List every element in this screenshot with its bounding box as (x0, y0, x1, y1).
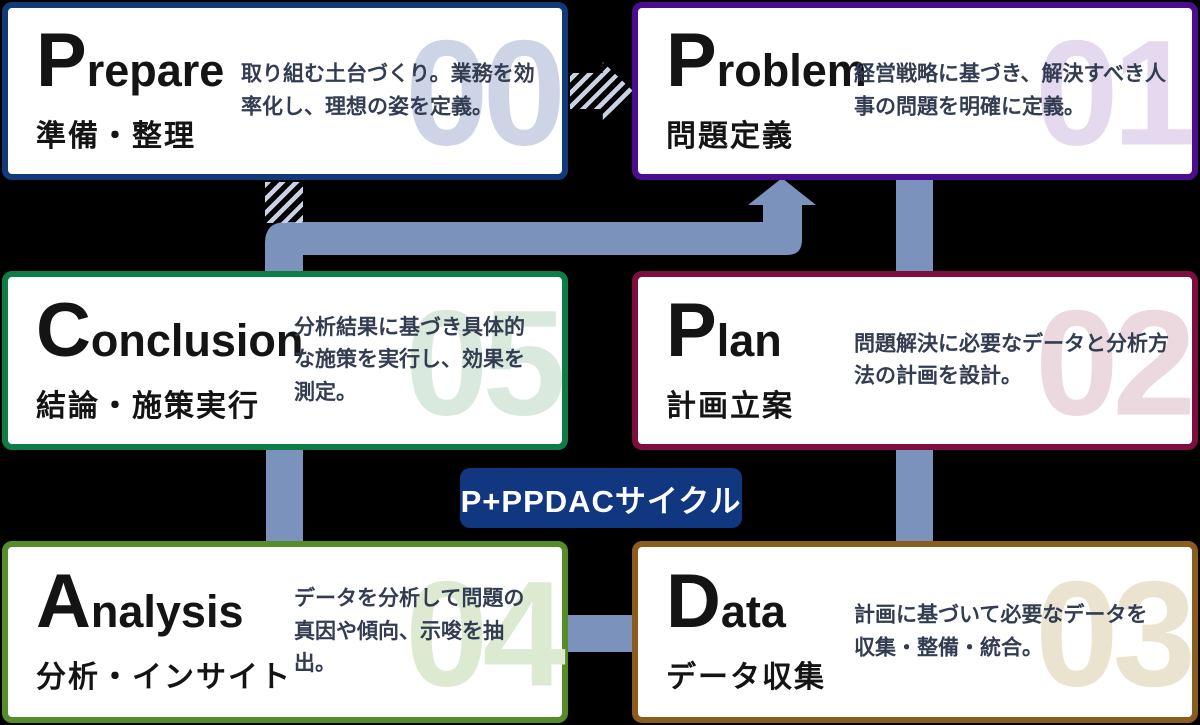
step-title-english: Analysis (36, 558, 244, 644)
connector-plan-to-data (896, 448, 933, 544)
step-card-analysis: Analysis 分析・インサイト 04 データを分析して問題の真因や傾向、示唆… (2, 541, 568, 723)
cycle-title-badge: P+PPDACサイクル (460, 468, 742, 528)
step-description: 計画に基づいて必要なデータを収集・整備・統合。 (854, 603, 1148, 659)
step-number-watermark: 05 (405, 278, 566, 446)
step-card-prepare: Prepare 準備・整理 00 取り組む土台づくり。業務を効率化し、理想の姿を… (2, 2, 568, 180)
step-subtitle-japanese: 問題定義 (666, 120, 794, 154)
step-title-block: Prepare 準備・整理 (36, 17, 225, 155)
hatched-segment-icon (265, 182, 303, 223)
step-subtitle-japanese: 結論・施策実行 (36, 389, 260, 423)
step-number-watermark: 01 (1035, 8, 1196, 177)
step-number-watermark: 03 (1035, 549, 1196, 718)
step-title-block: Data データ収集 (666, 558, 826, 696)
step-title-block: Conclusion 結論・施策実行 (36, 287, 304, 424)
step-title-block: Analysis 分析・インサイト (36, 558, 292, 696)
step-title-english: Data (666, 558, 786, 644)
step-card-problem: Problem 問題定義 01 経営戦略に基づき、解決すべき人事の問題を明確に定… (632, 2, 1198, 180)
step-title-block: Plan 計画立案 (666, 287, 794, 424)
connector-analysis-to-data (564, 615, 634, 652)
step-number-watermark: 04 (405, 549, 566, 718)
step-subtitle-japanese: 準備・整理 (36, 120, 196, 154)
step-title-english: Problem (666, 17, 867, 103)
step-title-english: Plan (666, 287, 782, 373)
step-subtitle-japanese: データ収集 (666, 661, 826, 695)
step-title-english: Prepare (36, 17, 225, 103)
step-title-block: Problem 問題定義 (666, 17, 867, 155)
step-subtitle-japanese: 計画立案 (666, 389, 794, 423)
step-subtitle-japanese: 分析・インサイト (36, 661, 292, 695)
step-description: 分析結果に基づき具体的な施策を実行し、効果を測定。 (294, 315, 525, 404)
connector-conclusion-to-analysis (266, 448, 303, 544)
step-description: データを分析して問題の真因や傾向、示唆を抽出。 (294, 587, 525, 676)
connector-problem-to-plan (896, 178, 933, 274)
step-title-english: Conclusion (36, 287, 304, 373)
step-card-plan: Plan 計画立案 02 問題解決に必要なデータと分析方法の計画を設計。 (632, 271, 1198, 450)
step-card-data: Data データ収集 03 計画に基づいて必要なデータを収集・整備・統合。 (632, 541, 1198, 723)
step-number-watermark: 00 (405, 8, 566, 177)
step-card-conclusion: Conclusion 結論・施策実行 05 分析結果に基づき具体的な施策を実行し… (2, 271, 568, 450)
step-description: 取り組む土台づくり。業務を効率化し、理想の姿を定義。 (241, 62, 535, 118)
step-number-watermark: 02 (1035, 278, 1196, 446)
step-description: 問題解決に必要なデータと分析方法の計画を設計。 (854, 331, 1169, 388)
step-description: 経営戦略に基づき、解決すべき人事の問題を明確に定義。 (854, 62, 1167, 118)
